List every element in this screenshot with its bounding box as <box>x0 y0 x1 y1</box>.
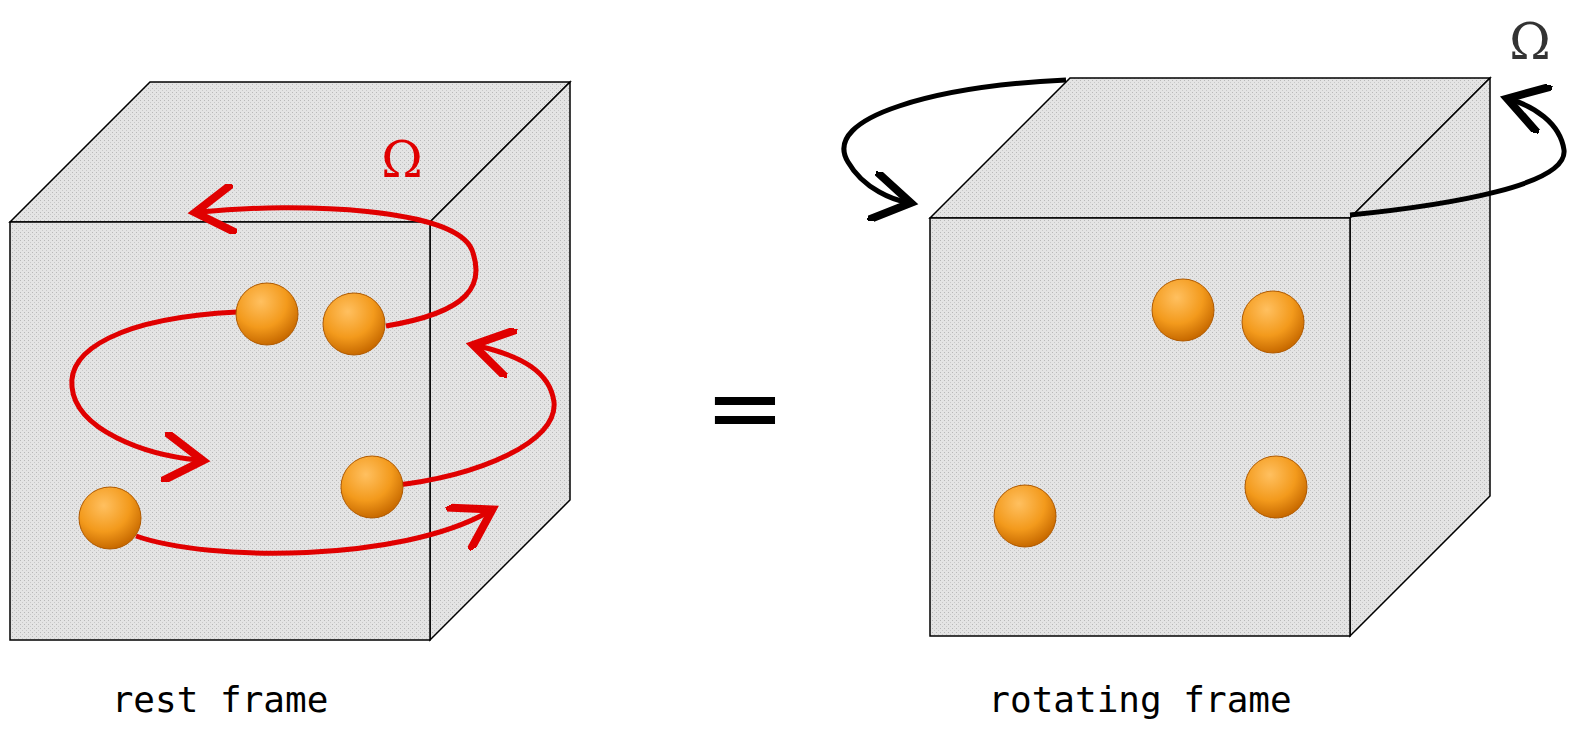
frame-caption: rest frame <box>112 682 329 718</box>
particles <box>79 279 1307 549</box>
equals-sign: = <box>705 360 785 456</box>
omega-label: Ω <box>1509 17 1550 67</box>
motion-arrows <box>72 208 554 553</box>
frame-caption: rotating frame <box>988 682 1291 718</box>
left-cube <box>10 82 570 640</box>
right-cube <box>930 78 1490 636</box>
rotation-arrows <box>844 80 1564 215</box>
omega-label: Ω <box>381 135 422 185</box>
